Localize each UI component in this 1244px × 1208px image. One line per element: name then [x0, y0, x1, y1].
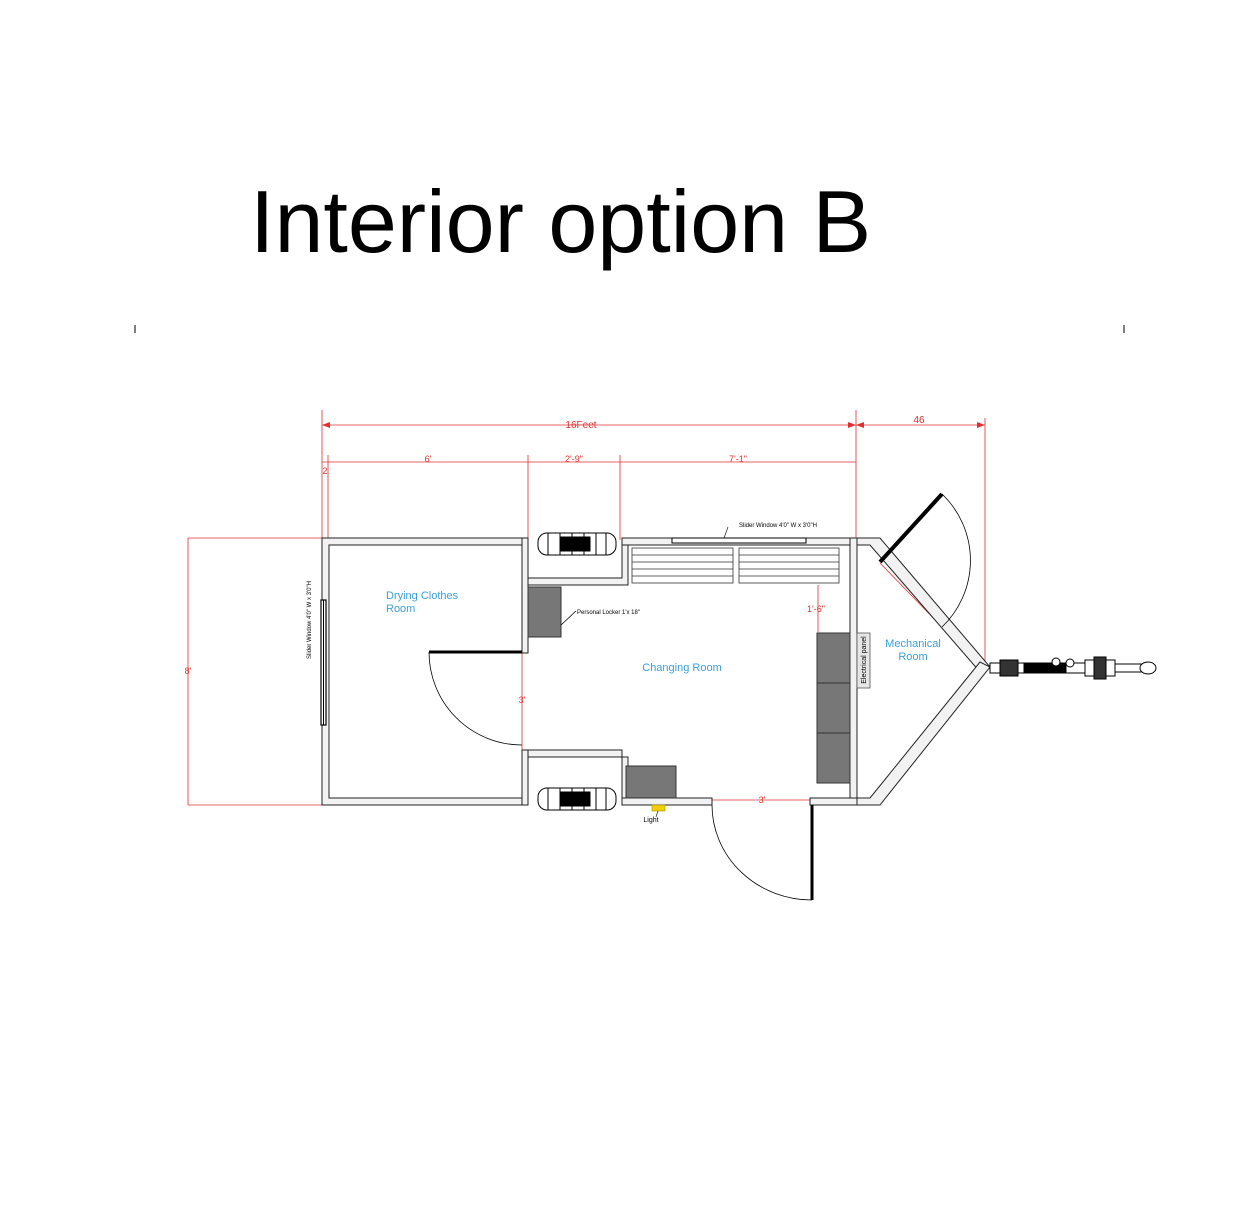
dim-total-length: 16Feet: [565, 420, 596, 431]
wheel-bottom: [537, 787, 617, 811]
dim-entry-door: 3': [759, 795, 766, 805]
drying-room-label-1: Drying Clothes: [386, 590, 459, 602]
locker-column: [816, 632, 851, 784]
dimension-lines: [187, 410, 986, 806]
locker-label: Personal Locker 1'x 18": [577, 610, 640, 616]
side-window-label: Slider Window 4'0" W x 3'0"H: [307, 581, 313, 659]
light-label: Light: [643, 817, 658, 824]
page-title: Interior option B: [250, 172, 872, 271]
bench-left: [631, 547, 734, 584]
dim-changing-segment: 7'-1": [729, 454, 747, 464]
personal-locker: [527, 586, 562, 638]
inner-door-swing: [428, 651, 523, 746]
top-window: [671, 537, 807, 544]
trailer-hitch: [989, 656, 1157, 680]
changing-room-label: Changing Room: [642, 662, 722, 674]
mechanical-room-label-1: Mechanical: [885, 638, 941, 650]
wheel-top: [537, 532, 617, 556]
dim-inner-door: 3': [519, 695, 526, 705]
walls: [321, 537, 991, 806]
dim-wall-offset: 2: [322, 466, 327, 476]
bottom-locker: [625, 765, 677, 799]
dim-tongue-length: 46: [913, 415, 925, 426]
mech-door-leaf: [878, 492, 944, 564]
mech-door-swing: [941, 493, 971, 628]
bench-right: [738, 547, 840, 584]
entry-door-swing: [711, 804, 813, 901]
top-window-label: Slider Window 4'0" W x 3'0"H: [739, 523, 817, 529]
electrical-panel: [856, 632, 871, 689]
drying-room-label-2: Room: [386, 603, 415, 615]
electrical-panel-label: Electrical panel: [861, 636, 868, 684]
mechanical-room-label-2: Room: [898, 651, 927, 663]
dim-locker-segment: 2'-9": [565, 454, 583, 464]
dim-drying-segment: 6': [425, 454, 432, 464]
dim-bench-depth: 1'-6": [807, 604, 825, 614]
light-fixture: [651, 804, 666, 812]
dimension-arrows: [322, 422, 985, 428]
dim-height: 8': [185, 666, 192, 676]
